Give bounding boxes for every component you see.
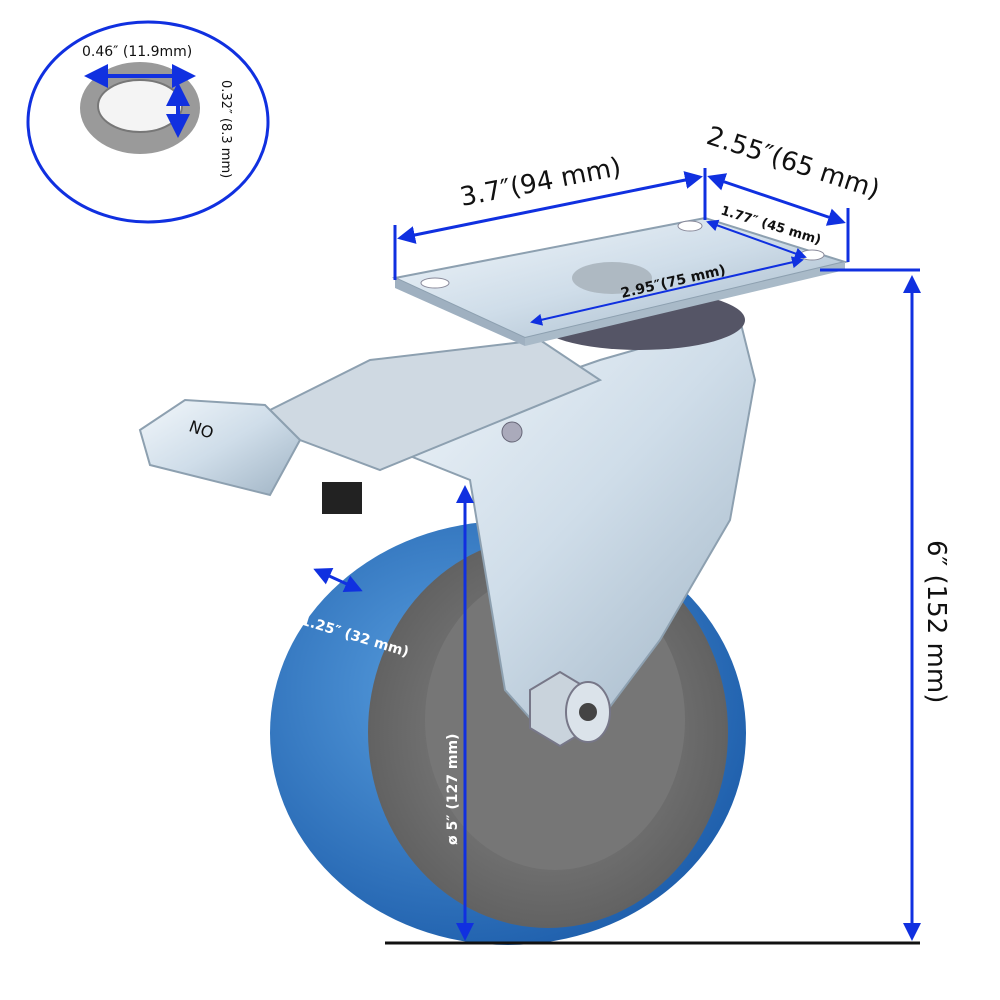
- wheel-diameter-label: ø 5″ (127 mm): [445, 734, 461, 845]
- inset-circle: [26, 20, 270, 224]
- brake-pedal: [138, 398, 302, 497]
- fork: ON: [138, 318, 757, 748]
- mounting-hole-inset: 0.46″ (11.9mm) 0.32″ (8.3 mm): [26, 20, 270, 224]
- plate-length-arrow: [397, 171, 703, 244]
- overall-height-label: 6″ (152 mm): [921, 540, 951, 703]
- hole-height-label: 0.32″ (8.3 mm): [218, 80, 233, 178]
- hole-width-label: 0.46″ (11.9mm): [82, 44, 192, 60]
- tread-width-arrow: [313, 568, 363, 592]
- plate-width-label: 2.55″(65 mm): [703, 121, 883, 205]
- top-plate: [391, 216, 849, 350]
- hole-spacing-length-arrow: [530, 256, 804, 326]
- plate-width-arrow: [707, 173, 846, 226]
- brake-pad: [322, 482, 362, 514]
- dimension-lines: [313, 168, 921, 945]
- hole-spacing-width-arrow: [706, 219, 807, 260]
- rivet: [501, 421, 523, 443]
- plate-length-label: 3.7″(94 mm): [458, 152, 624, 213]
- axle-bolt: [579, 703, 597, 721]
- grommet-hole: [97, 79, 183, 133]
